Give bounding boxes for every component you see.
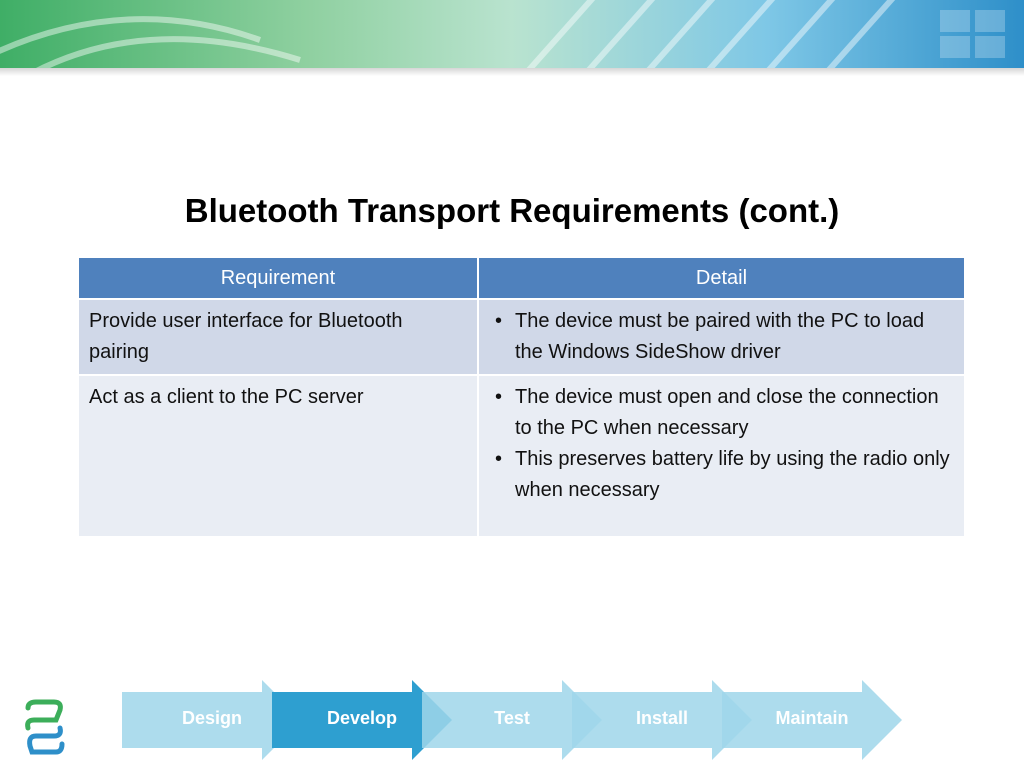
table-row: Provide user interface for Bluetooth pai… <box>77 298 966 376</box>
column-header-requirement: Requirement <box>77 256 479 300</box>
requirement-cell: Provide user interface for Bluetooth pai… <box>77 298 479 376</box>
column-header-detail: Detail <box>477 256 966 300</box>
detail-cell: The device must open and close the conne… <box>477 374 966 538</box>
detail-cell: The device must be paired with the PC to… <box>477 298 966 376</box>
process-step-test: Test <box>422 680 602 760</box>
header-shadow <box>0 68 1024 76</box>
header-pattern <box>0 0 1005 70</box>
detail-list: The device must be paired with the PC to… <box>489 306 954 368</box>
detail-item: This preserves battery life by using the… <box>495 444 954 506</box>
process-step-design: Design <box>122 680 302 760</box>
table-row: Act as a client to the PC server The dev… <box>77 374 966 538</box>
table-header-row: Requirement Detail <box>77 256 966 300</box>
header-decoration <box>0 0 1024 70</box>
process-steps: Design Develop Test Install Maintain <box>122 680 902 760</box>
requirement-cell: Act as a client to the PC server <box>77 374 479 538</box>
requirements-table: Requirement Detail Provide user interfac… <box>77 256 966 538</box>
detail-item: The device must open and close the conne… <box>495 382 954 444</box>
slide-title: Bluetooth Transport Requirements (cont.) <box>184 192 840 230</box>
process-step-develop: Develop <box>272 680 452 760</box>
detail-item: The device must be paired with the PC to… <box>495 306 954 368</box>
process-step-install: Install <box>572 680 752 760</box>
process-step-maintain: Maintain <box>722 680 902 760</box>
logo-icon <box>20 698 68 758</box>
detail-list: The device must open and close the conne… <box>489 382 954 506</box>
